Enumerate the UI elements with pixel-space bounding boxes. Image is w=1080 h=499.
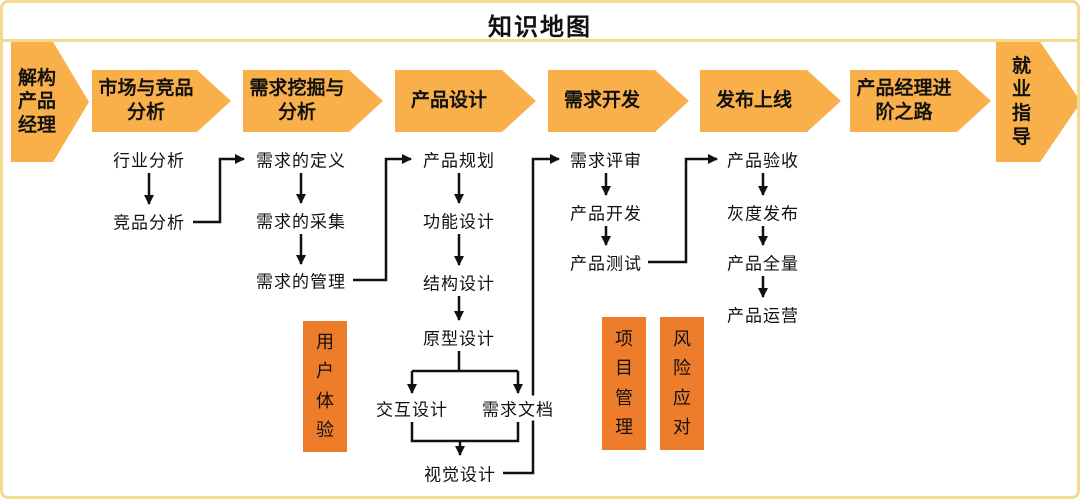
node-product-acceptance: 产品验收 bbox=[725, 146, 801, 172]
stage-label: 就业指导 bbox=[1011, 55, 1031, 148]
node-prototype-design: 原型设计 bbox=[421, 324, 497, 350]
page-title: 知识地图 bbox=[488, 14, 592, 41]
node-requirement-review: 需求评审 bbox=[568, 146, 644, 172]
stage-label: 产品经理进阶之路 bbox=[856, 78, 952, 123]
stage-label: 需求开发 bbox=[563, 90, 640, 112]
node-requirement-management: 需求的管理 bbox=[254, 267, 348, 293]
node-interaction-design: 交互设计 bbox=[374, 395, 450, 421]
block-label: 项目管理 bbox=[615, 329, 633, 437]
block-user-experience: 用户体验 bbox=[303, 321, 347, 452]
node-gray-release: 灰度发布 bbox=[725, 199, 801, 225]
node-product-planning: 产品规划 bbox=[421, 146, 497, 172]
node-visual-design: 视觉设计 bbox=[422, 460, 498, 486]
stage-deconstruct-pm: 解构产品经理 bbox=[11, 42, 89, 162]
node-product-operation: 产品运营 bbox=[725, 301, 801, 327]
node-product-development: 产品开发 bbox=[568, 199, 644, 225]
stage-employment-guidance: 就业指导 bbox=[996, 42, 1077, 162]
node-requirement-doc: 需求文档 bbox=[480, 395, 556, 421]
stage-label: 解构产品经理 bbox=[17, 67, 56, 136]
node-function-design: 功能设计 bbox=[421, 207, 497, 233]
node-requirement-collection: 需求的采集 bbox=[254, 207, 348, 233]
node-product-testing: 产品测试 bbox=[568, 249, 644, 275]
block-risk-response: 风险应对 bbox=[660, 317, 704, 450]
stage-label: 市场与竞品分析 bbox=[98, 78, 194, 123]
stage-product-design: 产品设计 bbox=[395, 70, 536, 132]
node-structure-design: 结构设计 bbox=[421, 269, 497, 295]
block-label: 用户体验 bbox=[316, 332, 334, 440]
stage-requirement-development: 需求开发 bbox=[548, 70, 689, 132]
block-project-management: 项目管理 bbox=[602, 317, 646, 450]
stage-pm-advanced-path: 产品经理进阶之路 bbox=[850, 70, 991, 132]
node-industry-analysis: 行业分析 bbox=[111, 146, 187, 172]
node-full-release: 产品全量 bbox=[725, 249, 801, 275]
stage-release-launch: 发布上线 bbox=[700, 70, 841, 132]
title-divider bbox=[3, 39, 1077, 42]
stage-label: 产品设计 bbox=[410, 90, 487, 112]
stage-label: 需求挖掘与分析 bbox=[249, 78, 345, 123]
stage-label: 发布上线 bbox=[715, 90, 792, 112]
node-requirement-definition: 需求的定义 bbox=[254, 146, 348, 172]
block-label: 风险应对 bbox=[673, 329, 691, 437]
stage-market-competitor-analysis: 市场与竞品分析 bbox=[92, 70, 231, 132]
node-competitor-analysis: 竞品分析 bbox=[111, 208, 187, 234]
stage-requirement-mining: 需求挖掘与分析 bbox=[243, 70, 383, 132]
